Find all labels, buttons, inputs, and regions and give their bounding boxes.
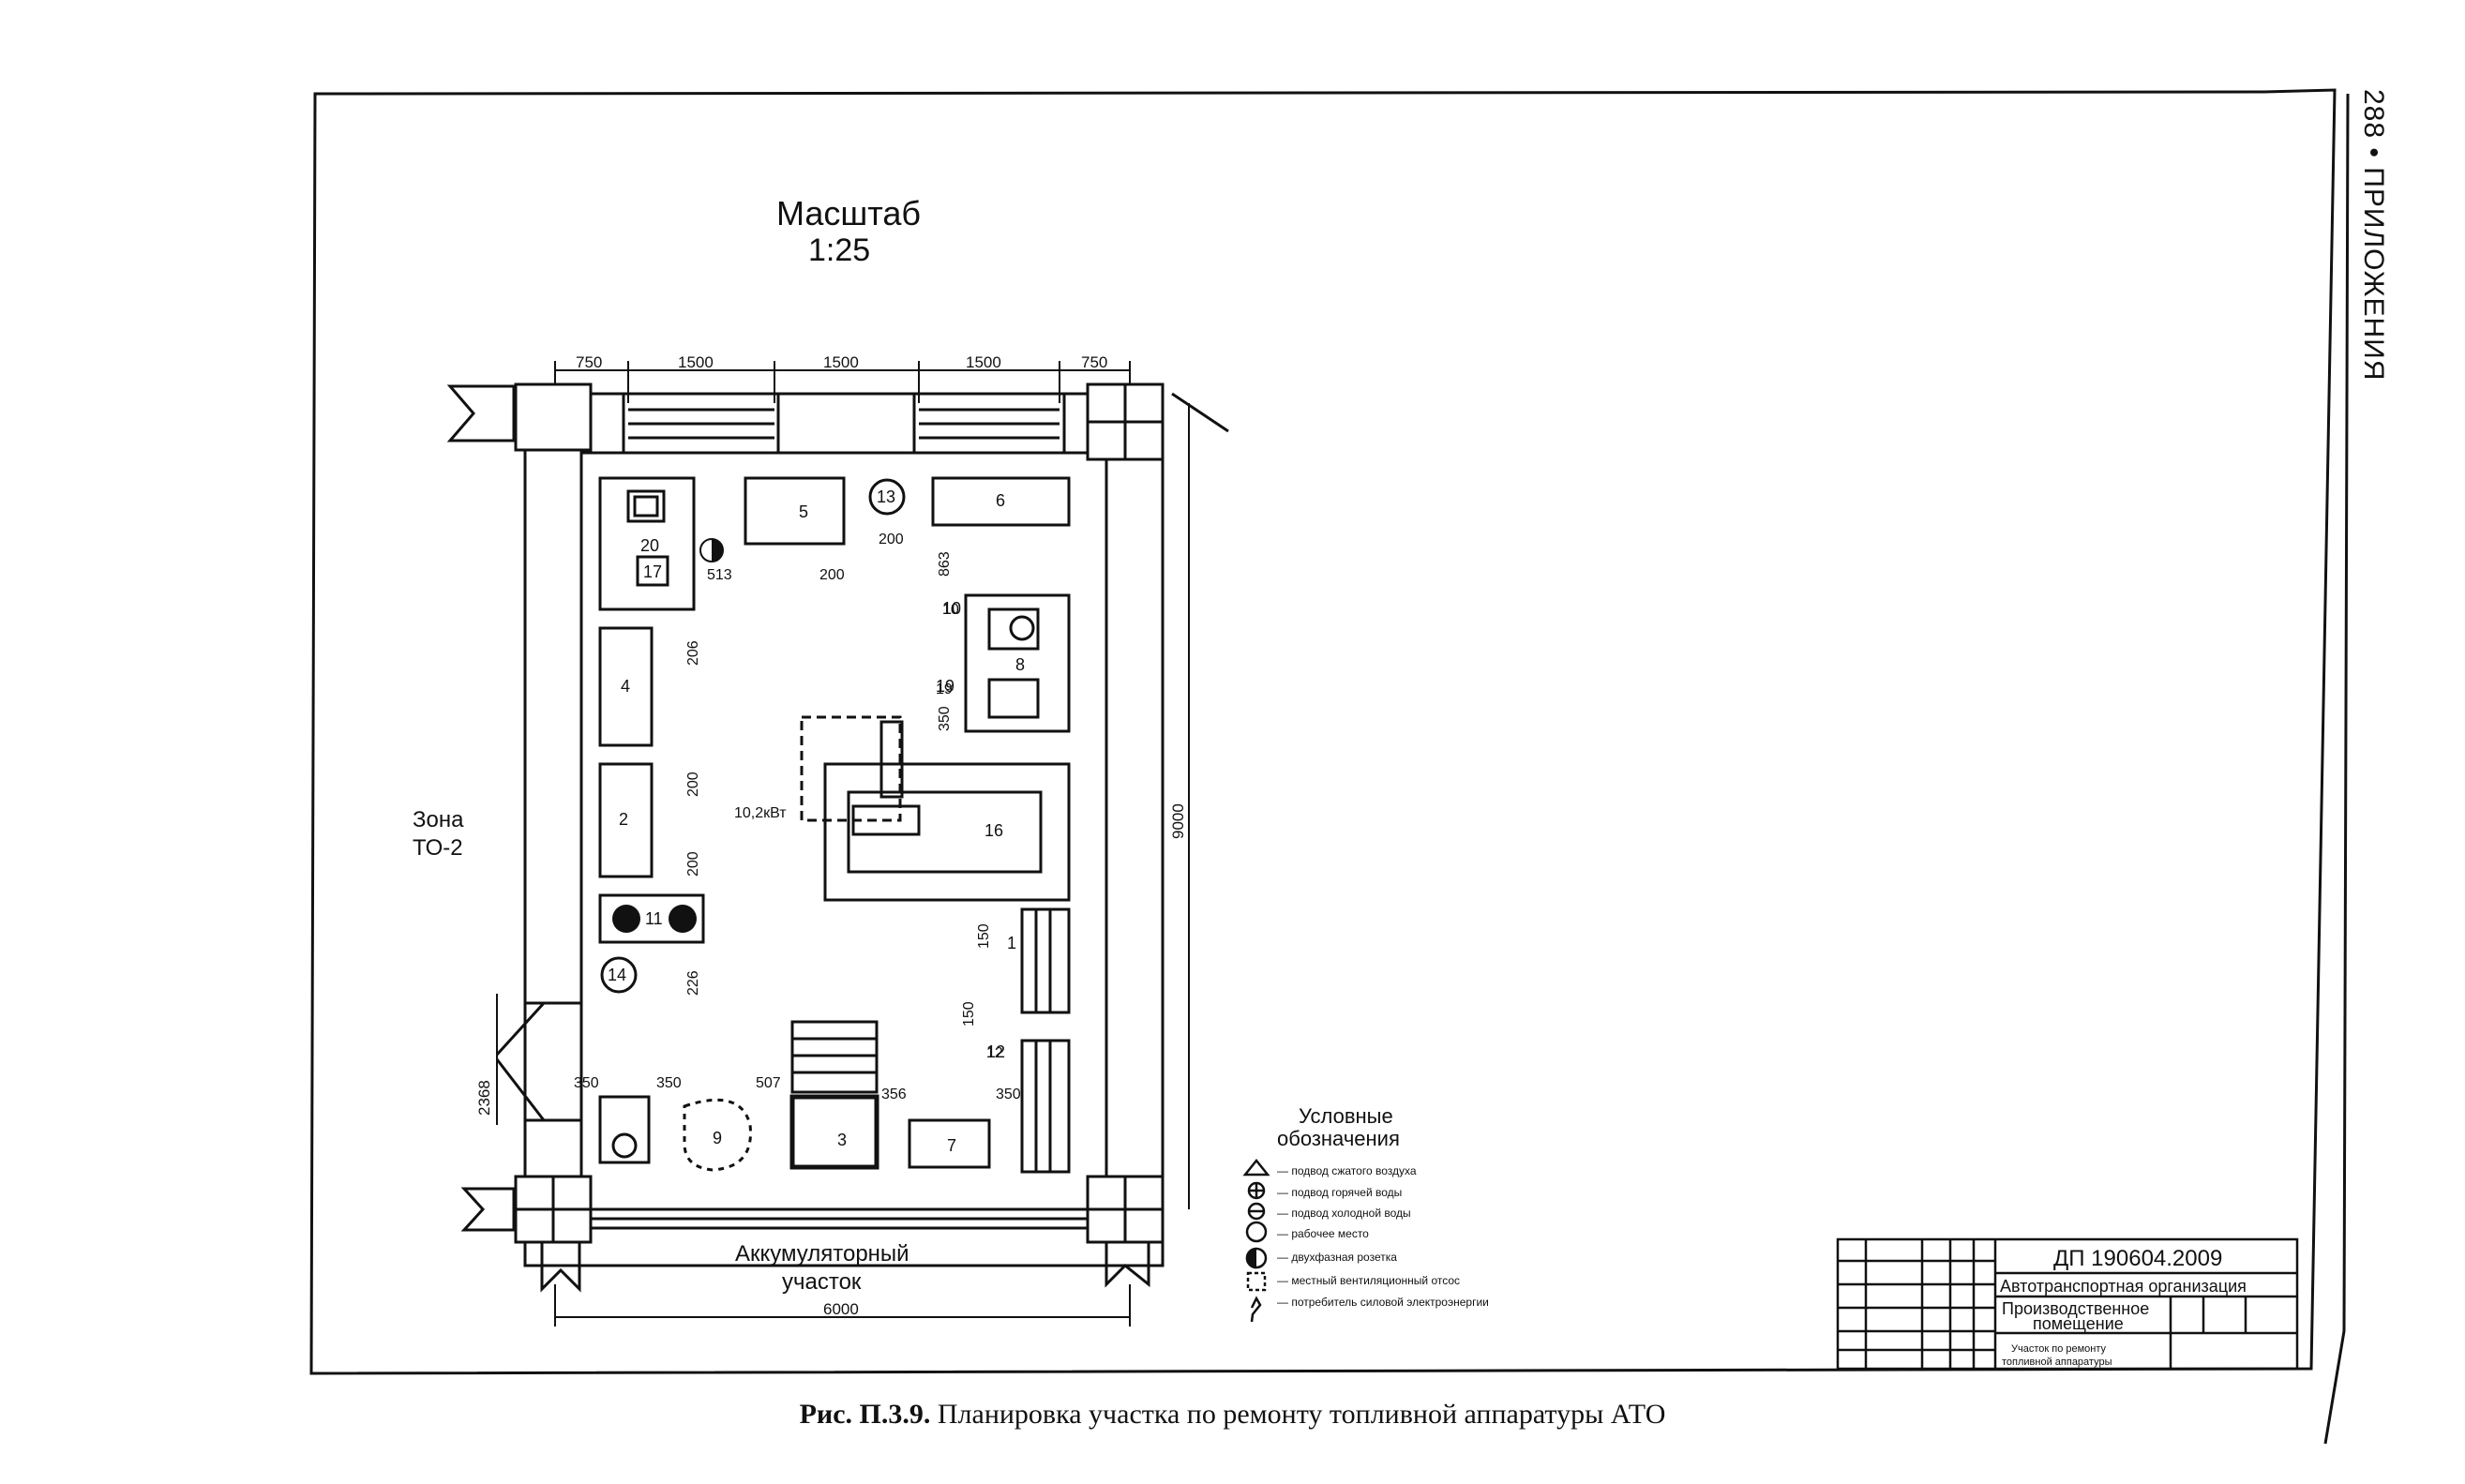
- eq-20: 20: [640, 536, 659, 555]
- caption-label: Рис. П.3.9.: [799, 1399, 931, 1430]
- title-block-name-line2: помещение: [2033, 1314, 2124, 1333]
- dim-power: 10,2кВт: [734, 805, 787, 821]
- inner-dimensions: 513 200 200 863 10 206 19 350 200 200 22…: [574, 532, 1021, 1102]
- legend-title-line1: Условные: [1299, 1104, 1393, 1128]
- eq-5: 5: [799, 502, 808, 521]
- dim-inner-513: 513: [707, 567, 732, 583]
- top-dimension-chain: [554, 361, 1131, 403]
- eq-16: 16: [984, 821, 1003, 840]
- dim-inner-12: 12: [986, 1045, 1003, 1061]
- drawing-frame: [309, 88, 2337, 1375]
- scale-value: 1:25: [808, 232, 870, 268]
- dim-inner-507: 507: [756, 1075, 781, 1091]
- eq-19: 19: [936, 677, 954, 696]
- columns: [514, 382, 1165, 1244]
- legend-symbols: [1242, 1158, 1270, 1323]
- title-block-code: ДП 190604.2009: [2053, 1246, 2222, 1271]
- eq-11: 11: [645, 909, 663, 928]
- title-block-org: Автотранспортная организация: [2000, 1277, 2247, 1296]
- eq-4: 4: [621, 677, 630, 696]
- dim-left-lower: 2368: [475, 1080, 493, 1116]
- dim-inner-200d: 200: [685, 851, 701, 877]
- dim-inner-150a: 150: [976, 923, 992, 949]
- eq-1: 1: [1007, 934, 1016, 952]
- title-block-desc-line2: топливной аппаратуры: [2002, 1357, 2112, 1368]
- dim-top-1: 750: [576, 353, 602, 371]
- page-number: 288: [2358, 89, 2389, 140]
- equipment-filled-marks: [612, 538, 724, 933]
- page-edge-line: [2323, 93, 2350, 1445]
- dim-inner-350b: 350: [656, 1075, 682, 1091]
- building-walls: [523, 392, 1165, 1267]
- dim-inner-350c: 350: [996, 1087, 1021, 1102]
- eq-17: 17: [643, 562, 662, 581]
- eq-12: 12: [986, 1042, 1005, 1061]
- caption-text: Планировка участка по ремонту топливной …: [937, 1399, 1666, 1430]
- dim-top-3: 1500: [823, 353, 859, 371]
- legend-item-workplace: — рабочее место: [1277, 1227, 1369, 1240]
- title-block-name-line1: Производственное: [2002, 1299, 2149, 1318]
- title-block-desc-line1: Участок по ремонту: [2011, 1343, 2107, 1355]
- dim-inner-206: 206: [685, 640, 701, 666]
- dim-inner-150b: 150: [961, 1001, 977, 1027]
- zone-left-line1: Зона: [413, 807, 464, 832]
- left-door: [495, 1001, 581, 1122]
- eq-2: 2: [619, 810, 628, 829]
- legend-item-socket: — двухфазная розетка: [1277, 1251, 1397, 1264]
- dim-inner-200b: 200: [879, 532, 904, 547]
- dim-inner-19: 19: [936, 682, 953, 697]
- dim-bottom-total: 6000: [823, 1300, 859, 1318]
- legend-items: — подвод сжатого воздуха — подвод горяче…: [1277, 1164, 1489, 1309]
- eq-6: 6: [996, 491, 1005, 510]
- dim-top-4: 1500: [966, 353, 1001, 371]
- eq-10: 10: [942, 599, 961, 618]
- zone-bottom-line2: участок: [782, 1269, 862, 1295]
- equipment-labels: 1 2 3 4 5 6 7 8 9 10 11 12 13 14 16 17 1…: [608, 487, 1025, 1155]
- eq-14: 14: [608, 966, 626, 984]
- legend-item-power: — потребитель силовой электроэнергии: [1277, 1296, 1489, 1309]
- dim-inner-226: 226: [685, 970, 701, 996]
- eq-7: 7: [947, 1136, 956, 1155]
- dim-right-total: 9000: [1169, 803, 1187, 839]
- dim-inner-200c: 200: [685, 772, 701, 797]
- legend-item-air: — подвод сжатого воздуха: [1277, 1164, 1417, 1177]
- scale-label: Масштаб: [776, 194, 921, 232]
- zone-left-line2: ТО-2: [413, 835, 463, 861]
- legend-item-hot-water: — подвод горячей воды: [1277, 1186, 1402, 1199]
- dim-inner-200a: 200: [819, 567, 845, 583]
- eq-8: 8: [1015, 655, 1025, 674]
- eq-9: 9: [713, 1129, 722, 1147]
- dim-inner-350a: 350: [574, 1075, 599, 1091]
- dim-top-5: 750: [1081, 353, 1107, 371]
- eq-13: 13: [877, 487, 895, 506]
- figure-caption: Рис. П.3.9. Планировка участка по ремонт…: [0, 1399, 2465, 1431]
- title-block: [1836, 1237, 2299, 1371]
- dim-top-2: 1500: [678, 353, 714, 371]
- legend-title-line2: обозначения: [1277, 1127, 1400, 1150]
- dim-inner-863: 863: [937, 551, 953, 577]
- section-title: ПРИЛОЖЕНИЯ: [2358, 167, 2389, 382]
- legend-item-cold-water: — подвод холодной воды: [1277, 1207, 1411, 1220]
- eq-3: 3: [837, 1131, 847, 1149]
- equipment-blocks: [598, 476, 1071, 1174]
- dim-inner-350: 350: [937, 706, 953, 731]
- dim-inner-356: 356: [881, 1087, 907, 1102]
- page-header-vertical: 288 • ПРИЛОЖЕНИЯ: [2352, 89, 2389, 398]
- header-bullet: •: [2358, 147, 2389, 158]
- dim-inner-10: 10: [942, 602, 959, 618]
- legend-item-exhaust: — местный вентиляционный отсос: [1277, 1274, 1460, 1287]
- zone-bottom-line1: Аккумуляторный: [735, 1241, 909, 1267]
- break-symbols: [446, 384, 1229, 1293]
